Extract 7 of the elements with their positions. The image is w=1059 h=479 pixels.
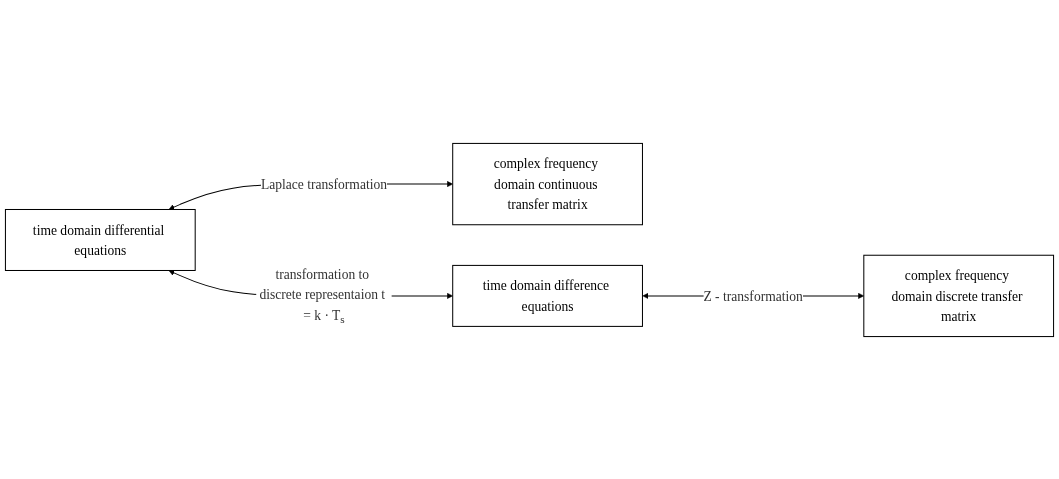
node-box: time domain differential equations (4, 208, 196, 271)
node-box: time domain difference equations (452, 264, 643, 327)
node-box: complex frequency domain discrete transfer matrix (863, 254, 1055, 337)
edge-label: Laplace transformation (260, 176, 387, 192)
edge-label: transformation to discrete representaion t = k · T$_{s}$ (259, 266, 386, 326)
node-box: complex frequency domain continuous transfer matrix (452, 142, 643, 225)
edge-label: Z - transformation (703, 287, 803, 303)
